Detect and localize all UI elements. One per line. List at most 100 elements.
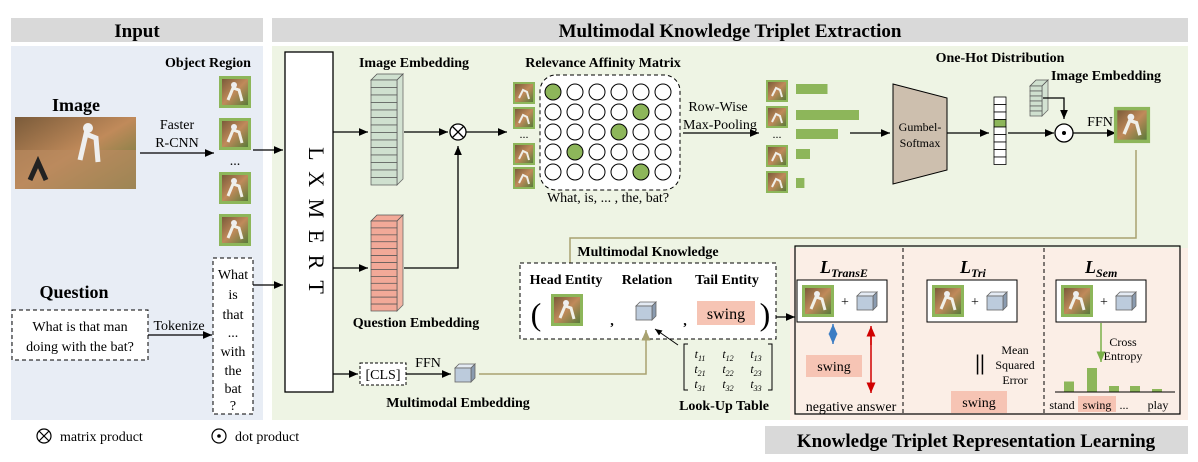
matrix-cell (544, 103, 562, 121)
embedding-cell (370, 227, 398, 236)
object-region-label: Object Region (165, 56, 251, 71)
gumbel-softmax-block (892, 83, 948, 185)
one-hot-cell (993, 104, 1007, 113)
matrix-cell (566, 103, 584, 121)
embedding-cell (1029, 95, 1043, 102)
matrix-cell (588, 103, 606, 121)
embedding-cell (370, 241, 398, 250)
legend-dot-product: dot product (235, 430, 299, 445)
pooled-bars (796, 84, 859, 188)
embedding-cell (1029, 100, 1043, 107)
token: the (224, 364, 241, 379)
affinity-matrix-grid (544, 83, 672, 181)
embedding-cell (1029, 90, 1043, 97)
relation-cube (635, 301, 657, 321)
lxmert-block (284, 51, 334, 393)
ffn-label: FFN (415, 356, 441, 371)
transe-answer-chip (806, 355, 862, 377)
gumbel-label-1: Gumbel- (899, 120, 942, 134)
pooled-bar (796, 178, 805, 188)
matrix-cell (566, 163, 584, 181)
lookup-cell-subscript: 12 (726, 354, 734, 363)
embedding-side-face (396, 73, 404, 186)
embedding-cell (370, 220, 398, 229)
transe-answer: swing (817, 360, 850, 375)
matrix-cell (588, 163, 606, 181)
image-label: Image (52, 95, 100, 115)
lookup-cell: t12 (722, 347, 733, 363)
lookup-table-label: Look-Up Table (679, 399, 769, 414)
token: ... (228, 326, 239, 341)
selected-region-thumbnail (1112, 105, 1152, 145)
token: that (223, 308, 244, 323)
sem-bar (1109, 386, 1119, 392)
embedding-cell (370, 282, 398, 291)
one-hot-cell-active (993, 119, 1007, 128)
sem-bar (1130, 386, 1140, 392)
one-hot-vector (993, 96, 1007, 165)
question-label: Question (39, 282, 108, 302)
one-hot-cell (993, 126, 1007, 135)
matrix-cell (544, 143, 562, 161)
cross-entropy-line-2: Entropy (1104, 349, 1143, 363)
one-hot-cell (993, 156, 1007, 165)
pooled-dots: ... (773, 127, 782, 141)
matrix-cell (654, 103, 672, 121)
sem-head-thumbnail (1059, 283, 1095, 319)
sem-axis-dots: ... (1120, 398, 1129, 412)
lxmert-label: L X M E R T (304, 147, 329, 297)
question-emb-to-product-arrow (404, 146, 462, 269)
embedding-cell (370, 87, 398, 96)
embedding-cell (370, 177, 398, 186)
sem-axis-play: play (1148, 398, 1169, 412)
embedding-cell (370, 255, 398, 263)
tokenize-label: Tokenize (153, 319, 204, 334)
mse-line-3: Error (1002, 373, 1027, 387)
token: is (228, 288, 237, 303)
region-thumb-3 (217, 170, 253, 206)
input-title-bar (11, 18, 263, 42)
image-embedding-right-label: Image Embedding (1051, 69, 1161, 84)
one-hot-cell (993, 141, 1007, 150)
embedding-cell (370, 79, 398, 88)
embedding-cell (370, 169, 398, 178)
region-thumb-4 (217, 212, 253, 248)
lookup-cell-subscript: 23 (754, 369, 762, 378)
lookup-cell-base: t (722, 377, 726, 391)
matrix-cell (632, 123, 650, 141)
legend-matrix-product-icon (36, 428, 52, 444)
loss-sem-label: LSem (1084, 257, 1117, 280)
close-paren: ) (760, 296, 771, 332)
matrix-cell (566, 123, 584, 141)
pooled-bar (796, 110, 859, 120)
tri-answer: swing (962, 396, 995, 411)
token-list: What is that ... with the bat ? (218, 268, 248, 414)
embedding-cell (370, 94, 398, 103)
one-hot-cell (993, 111, 1007, 120)
comma: , (610, 314, 614, 329)
matrix-product-icon (449, 123, 467, 141)
one-hot-title: One-Hot Distribution (936, 51, 1065, 66)
embedding-cell (370, 109, 398, 118)
matrix-cell (588, 123, 606, 141)
embedding-cell (1029, 85, 1043, 92)
multimodal-emb-to-relation-arrow (479, 330, 651, 375)
lookup-cell-subscript: 22 (726, 369, 734, 378)
lookup-cell: t11 (695, 347, 706, 363)
loss-tri-label: LTri (959, 257, 987, 280)
lookup-cell-base: t (722, 347, 726, 361)
comma: , (683, 314, 687, 329)
lookup-cell-subscript: 31 (697, 384, 706, 393)
question-embedding-block (370, 214, 404, 312)
sem-axis-stand: stand (1049, 398, 1074, 412)
matrix-cell-selected (632, 163, 650, 181)
lookup-to-relation-arrow (654, 328, 679, 346)
token: with (221, 345, 246, 360)
matrix-row-thumbnails: ... (512, 81, 536, 190)
rcnn-label: R-CNN (155, 136, 199, 151)
lookup-cell-base: t (750, 347, 754, 361)
selected-to-knowledge-arrow (565, 150, 1137, 282)
input-photo (15, 117, 136, 189)
embedding-cell (370, 162, 398, 171)
relation-label: Relation (622, 273, 673, 288)
